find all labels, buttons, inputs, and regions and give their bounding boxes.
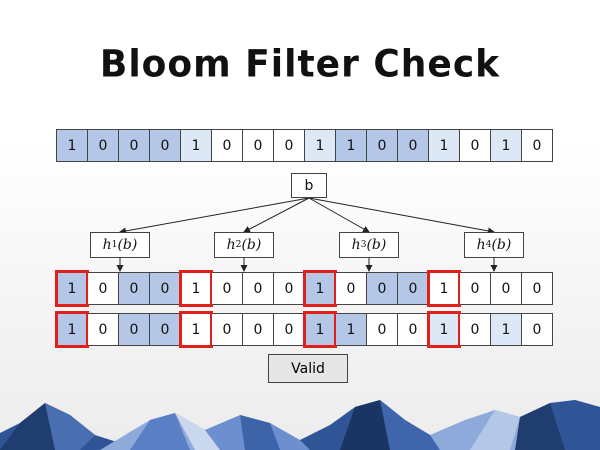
filter-bit-8: 1: [305, 130, 336, 161]
hash-connector-lines: [116, 197, 498, 272]
hash-node-4-sub: 4: [485, 240, 492, 250]
hash-bit-8: 1: [303, 270, 337, 307]
filter-bit-3: 0: [150, 130, 181, 161]
hash-node-3-func: h: [351, 237, 361, 253]
check-bit-13: 0: [460, 314, 491, 345]
hash-node-4-func: h: [476, 237, 486, 253]
connector-b-to-h2: [243, 197, 310, 233]
filter-bit-10: 0: [367, 130, 398, 161]
result-valid-label: Valid: [268, 354, 348, 383]
check-bit-2: 0: [119, 314, 150, 345]
check-bit-5: 0: [212, 314, 243, 345]
check-bit-3: 0: [150, 314, 181, 345]
hash-node-2-func: h: [226, 237, 236, 253]
filter-bit-1: 0: [88, 130, 119, 161]
hash-bit-7: 0: [274, 273, 305, 304]
hash-node-3-sub: 3: [360, 240, 367, 250]
hash-bit-2: 0: [119, 273, 150, 304]
hash-bit-0: 1: [55, 270, 89, 307]
filter-bit-15: 0: [522, 130, 552, 161]
check-bit-6: 0: [243, 314, 274, 345]
hash-bit-5: 0: [212, 273, 243, 304]
filter-bit-2: 0: [119, 130, 150, 161]
mountain-decoration: [0, 400, 600, 450]
check-bit-8: 1: [303, 311, 337, 348]
filter-bit-9: 1: [336, 130, 367, 161]
hash-node-1-arg: (b): [117, 237, 138, 253]
hash-bit-3: 0: [150, 273, 181, 304]
hash-bit-4: 1: [179, 270, 213, 307]
filter-bit-14: 1: [491, 130, 522, 161]
hash-bit-9: 0: [336, 273, 367, 304]
hash-bit-11: 0: [398, 273, 429, 304]
hash-node-4-arg: (b): [491, 237, 512, 253]
connector-b-to-h1: [119, 197, 310, 235]
check-bit-14: 1: [491, 314, 522, 345]
check-bit-10: 0: [367, 314, 398, 345]
filter-bit-11: 0: [398, 130, 429, 161]
filter-bit-5: 0: [212, 130, 243, 161]
hash-node-3-arg: (b): [366, 237, 387, 253]
hash-bit-12: 1: [427, 270, 461, 307]
filter-bit-0: 1: [57, 130, 88, 161]
connector-b-to-h3: [308, 197, 370, 233]
check-bit-15: 0: [522, 314, 552, 345]
hash-node-1-func: h: [102, 237, 112, 253]
input-node-b: b: [291, 173, 327, 198]
check-bit-0: 1: [55, 311, 89, 348]
connector-b-to-h4: [308, 197, 495, 235]
hash-node-2-sub: 2: [235, 240, 242, 250]
filter-bit-6: 0: [243, 130, 274, 161]
check-bit-12: 1: [427, 311, 461, 348]
hash-bit-10: 0: [367, 273, 398, 304]
check-bit-11: 0: [398, 314, 429, 345]
check-bit-7: 0: [274, 314, 305, 345]
filter-bit-7: 0: [274, 130, 305, 161]
filter-bit-4: 1: [181, 130, 212, 161]
hash-bit-14: 0: [491, 273, 522, 304]
filter-bit-13: 0: [460, 130, 491, 161]
check-bit-1: 0: [88, 314, 119, 345]
hash-bit-6: 0: [243, 273, 274, 304]
check-bit-4: 1: [179, 311, 213, 348]
hash-node-2-arg: (b): [241, 237, 262, 253]
page-title: Bloom Filter Check: [99, 42, 501, 87]
filter-bit-12: 1: [429, 130, 460, 161]
hash-bit-15: 0: [522, 273, 552, 304]
hash-bit-1: 0: [88, 273, 119, 304]
hash-bit-13: 0: [460, 273, 491, 304]
hash-node-1-sub: 1: [111, 240, 118, 250]
check-bit-9: 1: [336, 314, 367, 345]
